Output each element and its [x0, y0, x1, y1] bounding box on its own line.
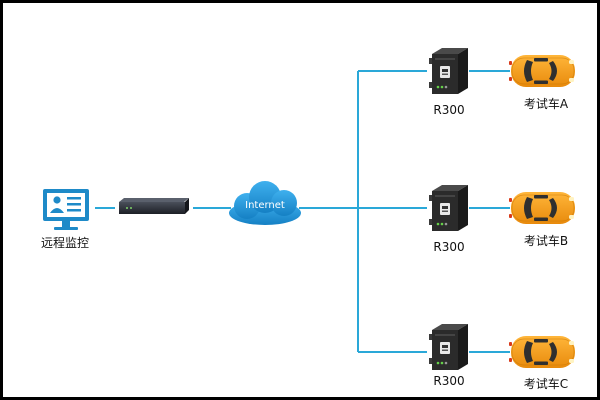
car-node-c: 考试车C [508, 335, 576, 391]
monitor-icon [43, 189, 89, 230]
router-icon [429, 48, 468, 94]
router-node-b: R300 [429, 185, 468, 254]
internet-cloud: Internet [229, 181, 301, 225]
router-label: R300 [433, 103, 464, 117]
router-node-a: R300 [429, 48, 468, 117]
router-icon [429, 324, 468, 370]
diagram-canvas: 远程监控 Internet R300 R300 R300 考试车A [41, 48, 576, 391]
monitor-label: 远程监控 [41, 235, 89, 250]
car-label-a: 考试车A [524, 96, 569, 111]
router-label: R300 [433, 240, 464, 254]
car-node-a: 考试车A [508, 54, 576, 111]
car-icon [508, 191, 576, 225]
router-label: R300 [433, 374, 464, 388]
monitor-node: 远程监控 [41, 189, 89, 250]
car-label-b: 考试车B [524, 233, 568, 248]
car-icon [508, 54, 576, 88]
car-label-c: 考试车C [524, 376, 568, 391]
link-lines [95, 70, 510, 353]
car-node-b: 考试车B [508, 191, 576, 248]
router-node-c: R300 [429, 324, 468, 388]
cloud-icon [229, 181, 301, 225]
switch-icon [119, 198, 189, 214]
cloud-label: Internet [245, 200, 285, 211]
car-icon [508, 335, 576, 369]
router-icon [429, 185, 468, 231]
